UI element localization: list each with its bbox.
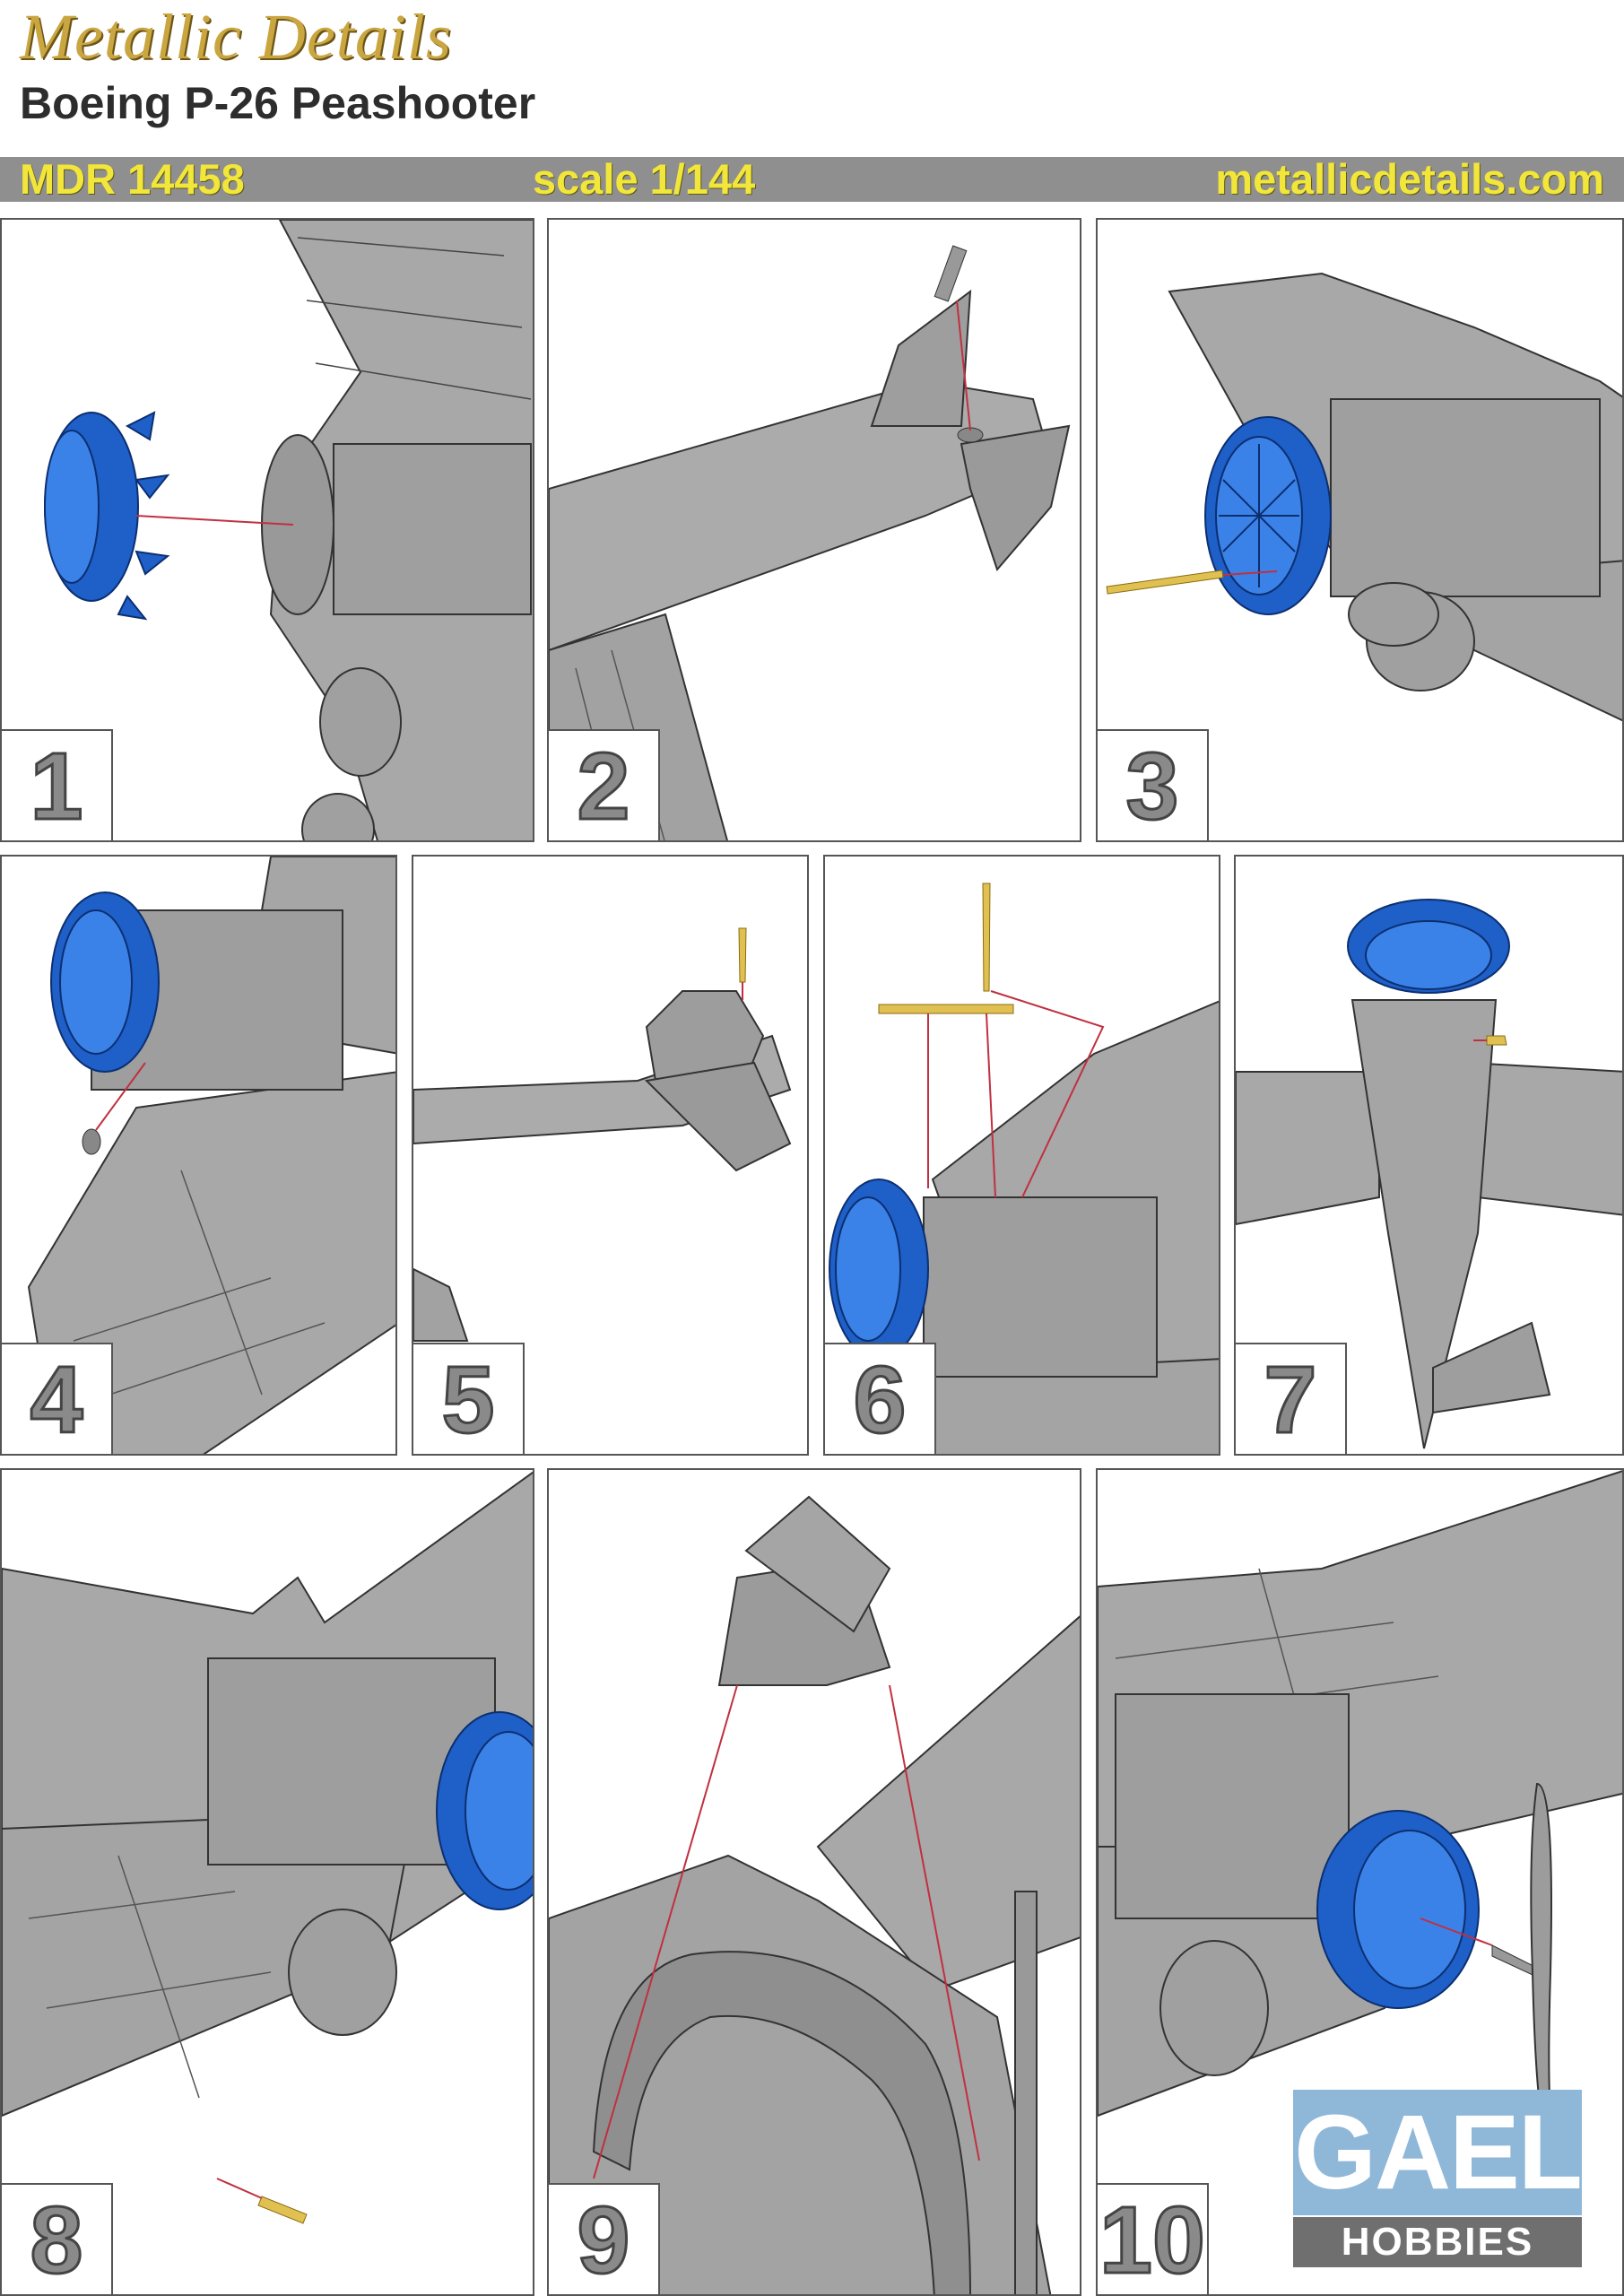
- step-6-illustration: [829, 883, 1219, 1454]
- step-8-illustration: [2, 1471, 533, 2224]
- hobbies-logo-text: HOBBIES: [1293, 2217, 1582, 2267]
- step-number: 8: [2, 2183, 113, 2294]
- step-number: 2: [549, 729, 660, 840]
- step-4-panel: 4: [0, 855, 397, 1456]
- step-number: 6: [825, 1343, 936, 1454]
- gael-hobbies-logo: GAEL HOBBIES: [1293, 2090, 1583, 2269]
- step-7-panel: 7: [1234, 855, 1624, 1456]
- step-number: 3: [1098, 729, 1209, 840]
- step-4-illustration: [27, 857, 395, 1454]
- step-5-illustration: [413, 927, 792, 1342]
- step-7-illustration: [1236, 899, 1622, 1449]
- product-title: Boeing P-26 Peashooter: [20, 78, 536, 128]
- step-2-illustration: [549, 245, 1071, 840]
- step-number: 7: [1236, 1343, 1347, 1454]
- step-number: 10: [1098, 2183, 1209, 2294]
- step-number: 1: [2, 729, 113, 840]
- scale-label: scale 1/144: [533, 155, 756, 203]
- step-1-panel: 1: [0, 218, 534, 842]
- step-9-illustration: [549, 1495, 1080, 2294]
- step-10-illustration: [1098, 1470, 1622, 2153]
- step-3-illustration: [1106, 272, 1622, 722]
- step-number: 9: [549, 2183, 660, 2294]
- step-6-panel: 6: [823, 855, 1220, 1456]
- product-code: MDR 14458: [20, 155, 245, 203]
- step-9-panel: 9: [547, 1468, 1081, 2296]
- step-5-panel: 5: [412, 855, 809, 1456]
- step-3-panel: 3: [1096, 218, 1624, 842]
- step-number: 4: [2, 1343, 113, 1454]
- step-10-panel: 10: [1096, 1468, 1624, 2296]
- gael-logo-text: GAEL: [1293, 2090, 1583, 2215]
- step-number: 5: [413, 1343, 525, 1454]
- step-1-illustration: [44, 220, 533, 840]
- step-8-panel: 8: [0, 1468, 534, 2296]
- info-bar: MDR 14458 scale 1/144 metallicdetails.co…: [0, 157, 1624, 202]
- brand-logo: Metallic Details: [20, 1, 452, 73]
- website-link[interactable]: metallicdetails.com: [1215, 155, 1604, 203]
- step-2-panel: 2: [547, 218, 1081, 842]
